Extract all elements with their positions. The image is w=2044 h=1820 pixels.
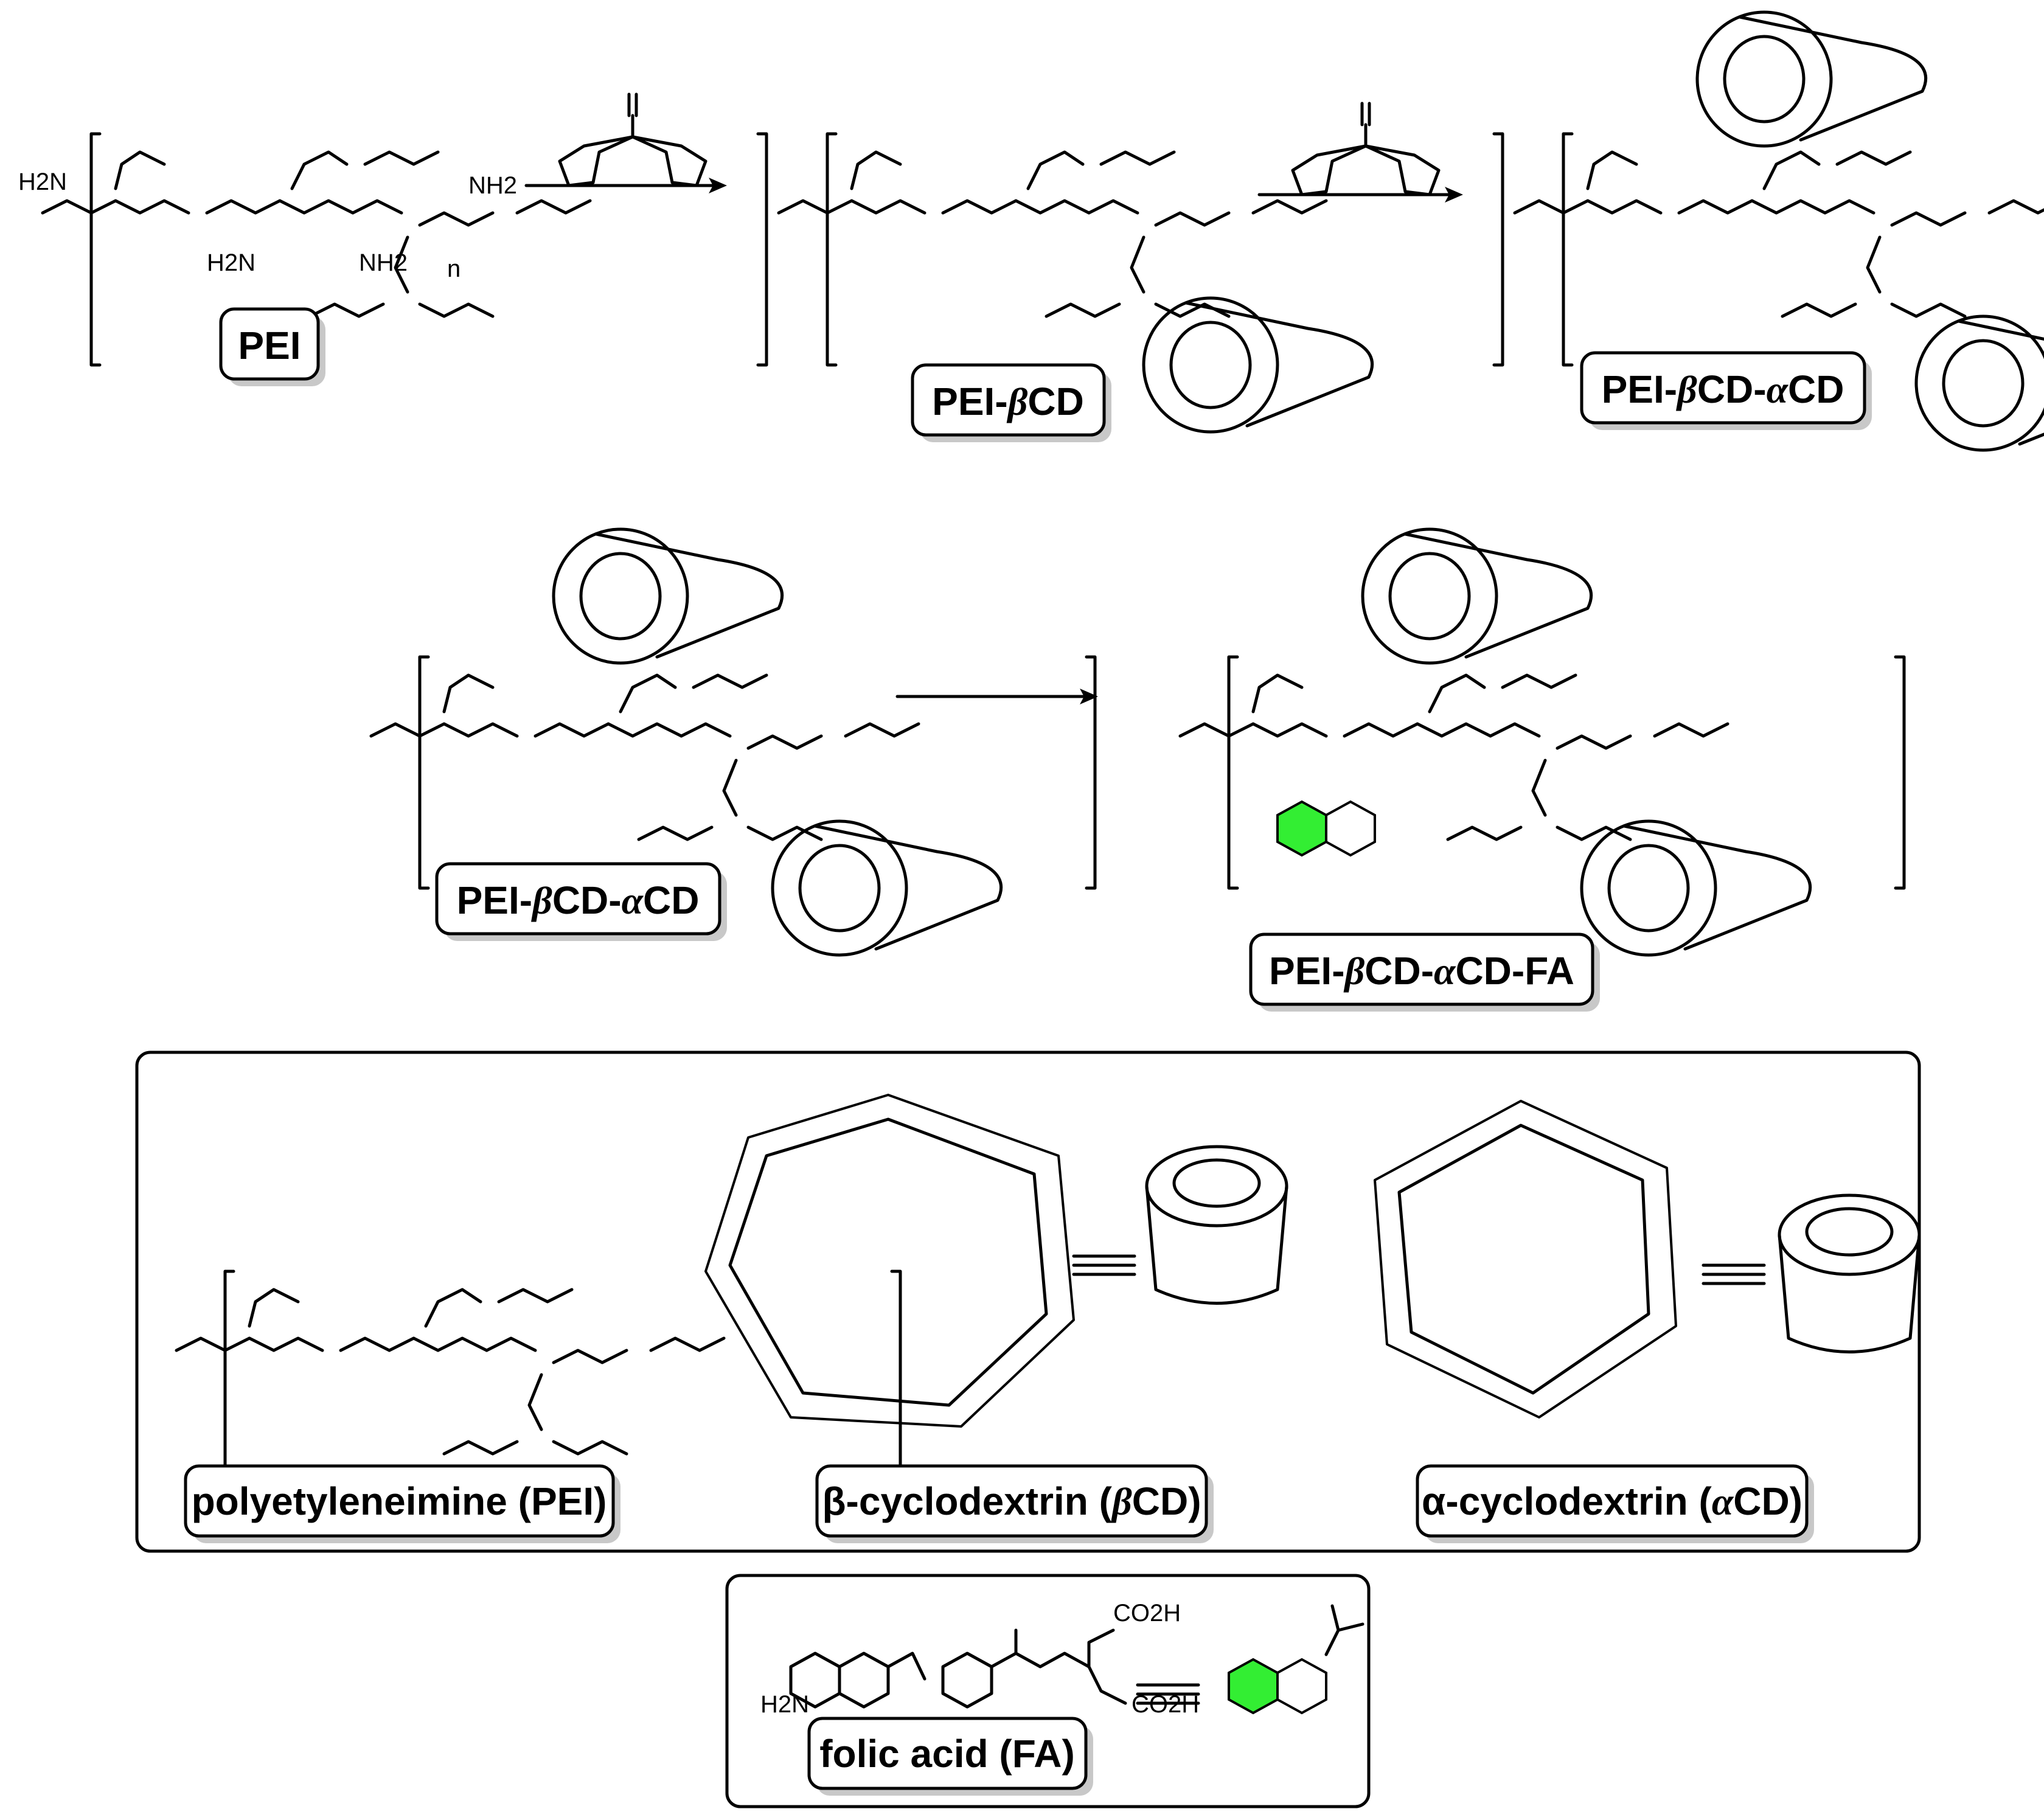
atom-label: H2N [207,249,255,276]
pei-label: PEI [238,324,301,367]
atom-label: n [447,255,461,282]
cdi-reagent [560,94,706,186]
bcd-cone-icon [1147,1147,1287,1304]
fa-ring-icon [1228,1658,1327,1714]
pei-bcd-acd-structure [371,657,1095,888]
label-box [184,1464,615,1538]
atom-label: NH2 [359,249,408,276]
arrow-head [1445,187,1463,203]
arrow-head [1080,689,1098,704]
acd-cone-icon [1363,529,1591,663]
bcd-cone-icon [1916,316,2044,450]
pei-bcd-acd-fa-label: PEI-βCD-αCD-FA [1269,949,1574,993]
label-box [219,307,320,381]
label-box [1580,351,1866,425]
bcd-macrocycle [704,1094,1075,1428]
legend-bcd-label: β-cyclodextrin (βCD) [822,1479,1201,1523]
acd-cone-icon [554,529,782,663]
label-box [435,862,721,936]
pei-bcd-acd-fa-structure [1180,657,1904,888]
label-box [1416,1464,1809,1538]
legend-fa-label: folic acid (FA) [819,1732,1075,1776]
carboxyl-bond [1324,1604,1364,1656]
legend-acd-label: α-cyclodextrin (αCD) [1422,1479,1802,1523]
pei-bcd-acd-label: PEI-βCD-αCD [457,878,700,922]
equivalence-symbol [1702,1263,1766,1285]
cdi-reagent [1293,103,1439,195]
label-box [815,1464,1208,1538]
atom-label: H2N [18,168,67,195]
acd-macrocycle [1374,1100,1677,1419]
arrow-head [709,178,727,193]
label-box [911,363,1106,437]
atom-label: H2N [760,1691,809,1718]
bcd-cone-icon [773,821,1001,955]
fa-frame [725,1574,1371,1808]
acd-cone-icon [1697,12,1926,146]
bcd-cone-icon [1582,821,1810,955]
label-box [1249,933,1594,1006]
fa-structure [789,1628,1127,1709]
pei-bcd-structure [779,134,1503,365]
legend-frame [135,1051,1921,1553]
bcd-cone-icon [1144,298,1372,432]
label-box [807,1717,1088,1790]
atom-label: NH2 [468,172,517,199]
pei-bcd-acd-label: PEI-βCD-αCD [1602,367,1844,411]
pei-bcd-label: PEI-βCD [932,380,1084,423]
fa-ring-icon [1276,801,1376,856]
equivalence-symbol [1136,1683,1200,1705]
legend-pei-label: polyetyleneimine (PEI) [192,1479,607,1523]
pei-bcd-acd-structure [1515,134,2044,365]
acd-cone-icon [1779,1195,1919,1352]
equivalence-symbol [1072,1254,1136,1276]
atom-label: CO2H [1113,1600,1181,1627]
